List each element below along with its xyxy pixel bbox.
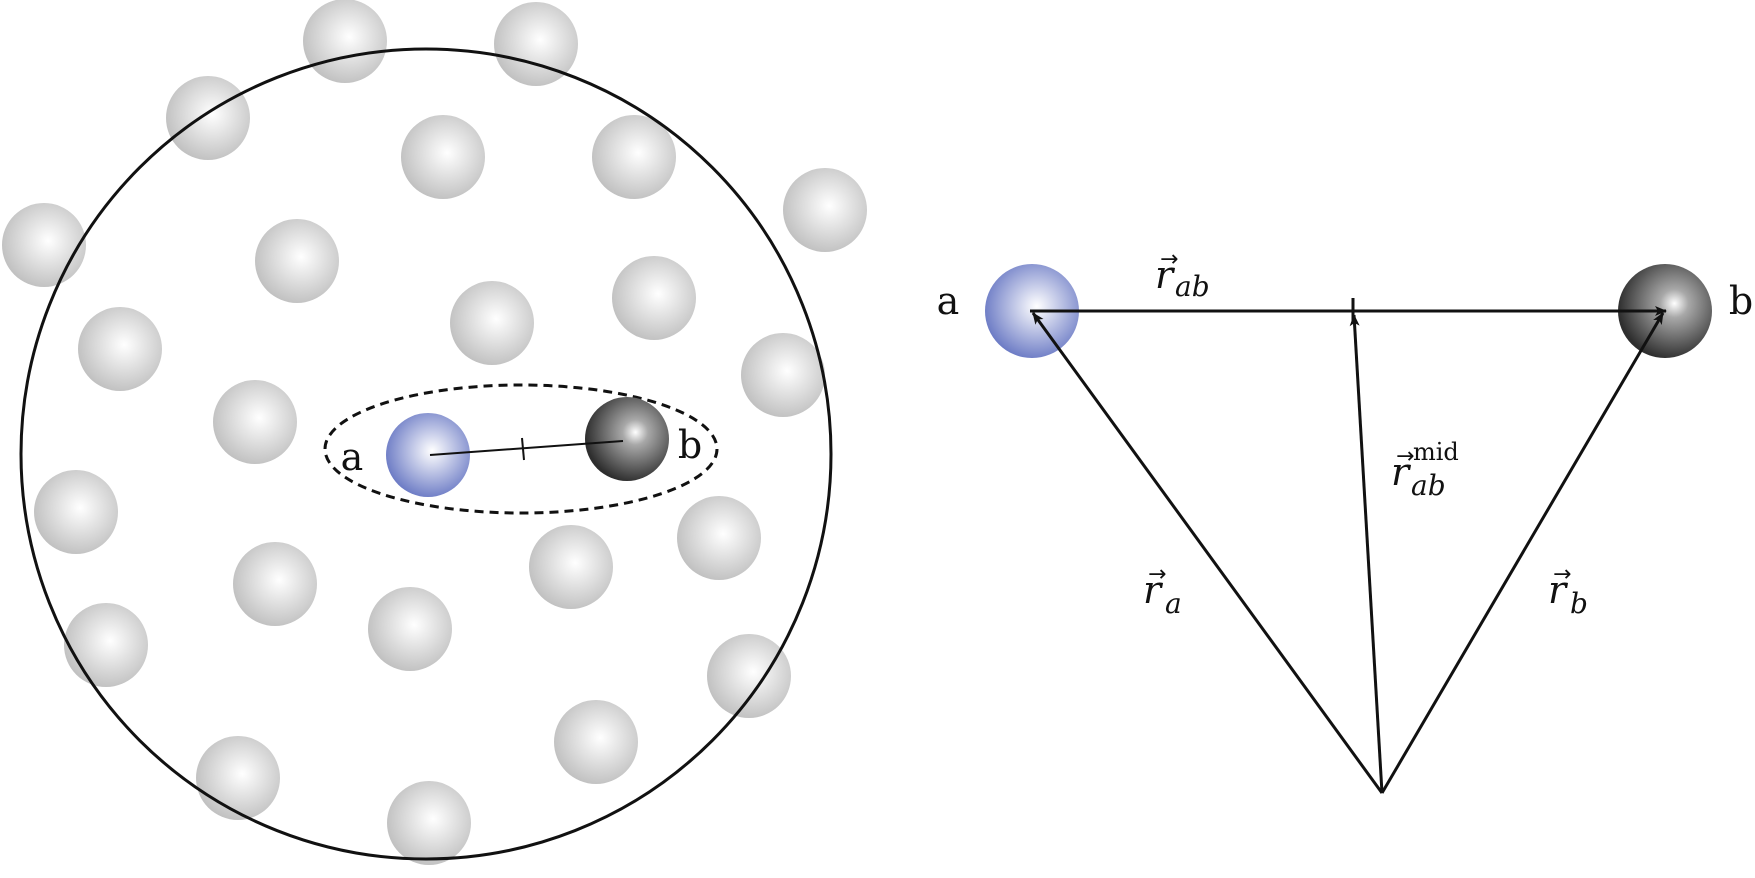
vector-superscript: mid: [1413, 438, 1459, 466]
pair-region-ellipse: [323, 383, 719, 515]
vector-symbol: r: [1391, 450, 1412, 494]
background-particle: [494, 2, 578, 86]
particle-b: [585, 397, 669, 481]
background-particle: [707, 634, 791, 718]
background-particles: [2, 0, 867, 865]
background-particle: [213, 380, 297, 464]
vector-subscript: ab: [1175, 270, 1210, 303]
left-panel: a b: [2, 0, 867, 865]
background-particle: [450, 281, 534, 365]
background-particle: [783, 168, 867, 252]
vector-subscript: ab: [1411, 469, 1446, 502]
background-particle: [303, 0, 387, 83]
vector-symbol: r: [1143, 568, 1164, 612]
background-particle: [612, 256, 696, 340]
background-particle: [401, 115, 485, 199]
vector-symbol: r: [1548, 568, 1569, 612]
vector-subscript: a: [1165, 587, 1182, 620]
vector-arrow-glyph: →: [1553, 562, 1571, 587]
midpoint-tick: [521, 437, 525, 461]
right-label-a: a: [937, 279, 960, 323]
vector-label-r-ab-mid: → r ab mid: [1391, 438, 1459, 502]
background-particle: [554, 700, 638, 784]
vector-label-r-a: → r a: [1143, 562, 1182, 620]
background-particle: [2, 203, 86, 287]
background-particle: [592, 115, 676, 199]
pair-connector-line: [429, 440, 624, 456]
vector-arrow-glyph: →: [1148, 562, 1166, 587]
right-panel: a b → r ab → r ab mid → r a → r b: [937, 247, 1753, 794]
background-particle: [387, 781, 471, 865]
particle-a: [386, 413, 470, 497]
right-label-b: b: [1729, 279, 1753, 323]
background-particle: [529, 525, 613, 609]
background-particle: [196, 736, 280, 820]
background-particle: [166, 76, 250, 160]
background-particle: [64, 603, 148, 687]
background-particle: [78, 307, 162, 391]
vector-r-a-arrow: [1031, 312, 1384, 794]
background-particle: [741, 333, 825, 417]
left-label-b: b: [678, 423, 702, 467]
vector-symbol: r: [1155, 253, 1176, 297]
background-particle: [368, 587, 452, 671]
cutoff-sphere: [19, 47, 833, 861]
vector-subscript: b: [1570, 587, 1588, 620]
background-particle: [233, 542, 317, 626]
vector-r-ab-mid-arrow: [1349, 314, 1384, 794]
vector-label-r-ab: → r ab: [1155, 247, 1210, 303]
background-particle: [34, 470, 118, 554]
vector-arrow-glyph: →: [1396, 444, 1414, 469]
left-label-a: a: [341, 435, 364, 479]
background-particle: [677, 496, 761, 580]
vector-r-b-arrow: [1380, 312, 1665, 794]
vector-label-r-b: → r b: [1548, 562, 1588, 620]
background-particle: [255, 219, 339, 303]
vector-arrow-glyph: →: [1160, 247, 1178, 272]
